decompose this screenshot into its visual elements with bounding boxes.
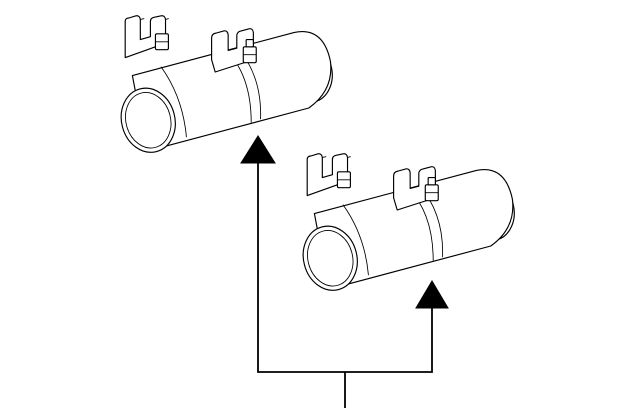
- exhaust-clamp-icon: [113, 15, 340, 160]
- arrow-up-icon: [415, 280, 449, 309]
- exhaust-clamp-icon: [295, 153, 522, 298]
- arrow-up-icon: [240, 135, 276, 164]
